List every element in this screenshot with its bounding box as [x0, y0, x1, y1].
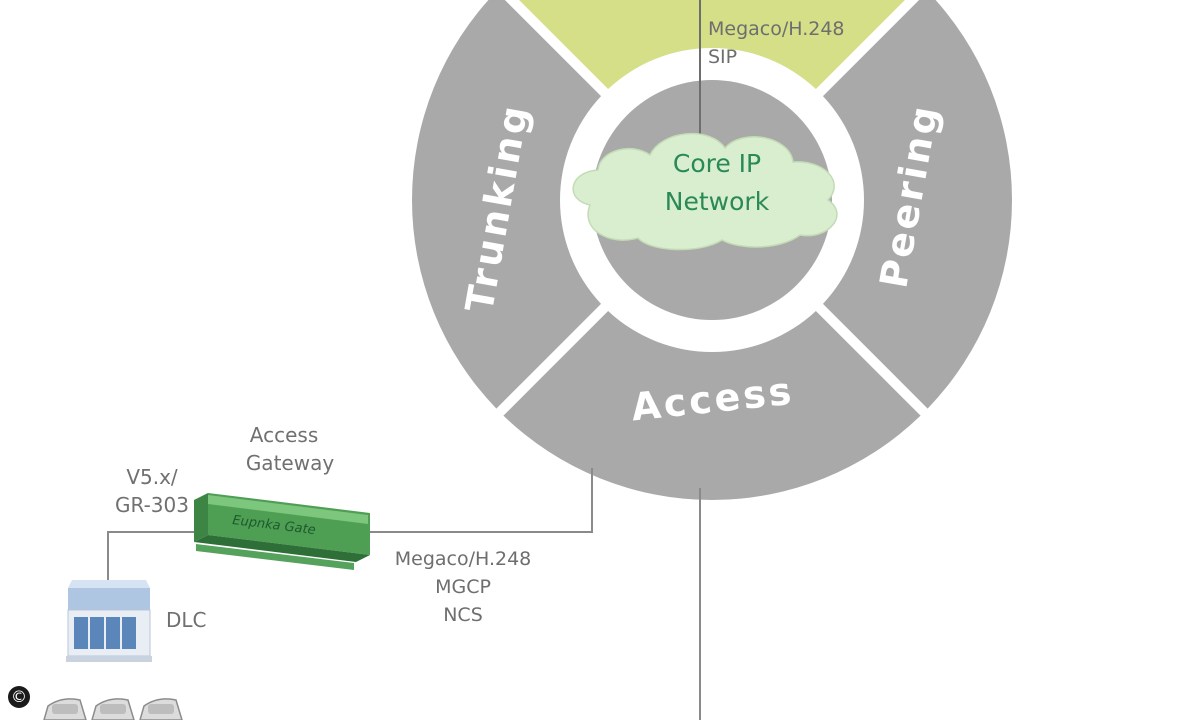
- gateway-title-line1: Access: [250, 423, 318, 447]
- copyright-icon: ©: [8, 686, 30, 708]
- cloud-icon: [572, 132, 838, 251]
- dlc-label: DLC: [166, 608, 207, 632]
- ring-segment-trunking: [412, 0, 602, 409]
- telephone-icon: [43, 698, 87, 720]
- top-protocol-line2: SIP: [708, 46, 737, 68]
- access-connector-line: [368, 468, 593, 533]
- gateway-title-line2: Gateway: [246, 451, 335, 475]
- ring-segment-peering: [822, 0, 1012, 409]
- access-protocol-line3: NCS: [443, 604, 483, 626]
- ring-segment-top: [519, 0, 905, 90]
- core-label-line1: Core IP: [673, 149, 761, 178]
- top-protocol-line1: Megaco/H.248: [708, 18, 845, 40]
- access-gateway-device: Eupnka Gate: [194, 493, 370, 570]
- dlc-cabinet-icon: [66, 580, 152, 662]
- ring-segment-access: [503, 310, 921, 500]
- telephone-icon: [139, 698, 183, 720]
- interface-line2: GR-303: [115, 493, 189, 517]
- dlc-connector-line: [107, 531, 194, 588]
- core-label-line2: Network: [665, 187, 770, 216]
- access-protocol-line2: MGCP: [435, 576, 491, 598]
- telephone-icon: [91, 698, 135, 720]
- interface-line1: V5.x/: [126, 465, 178, 489]
- access-protocol-line1: Megaco/H.248: [395, 548, 532, 570]
